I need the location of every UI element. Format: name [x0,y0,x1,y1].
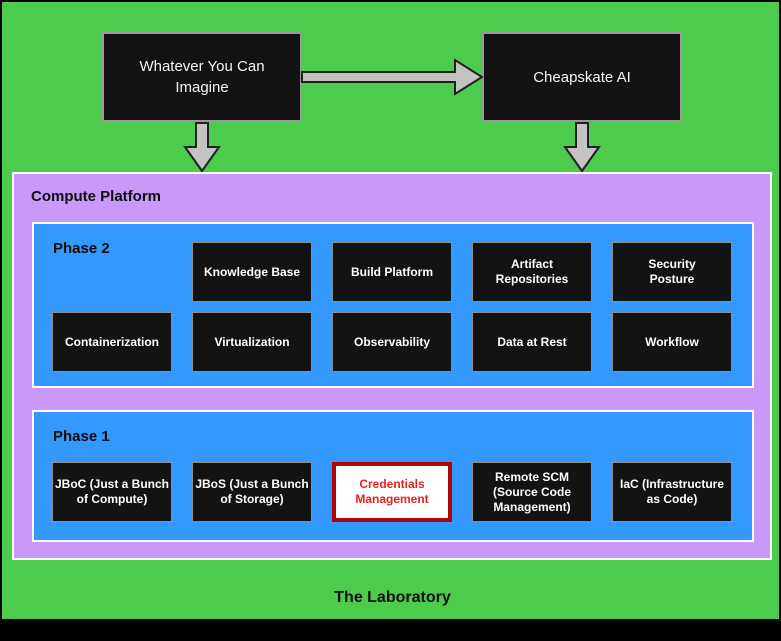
right-arrow-icon [301,58,484,96]
down-arrow-icon [183,122,221,173]
phase-node: JBoS (Just a Bunch of Storage) [192,462,312,522]
phase-1-container: Phase 1 JBoC (Just a Bunch of Compute) JB… [32,410,754,542]
laboratory-boundary: Whatever You Can Imagine Cheapskate AI C… [2,2,779,619]
phase-2-label: Phase 2 [53,240,110,257]
compute-platform-title: Compute Platform [31,188,162,205]
compute-platform-container: Compute Platform Phase 2 Knowledge Base B… [12,172,772,560]
phase-node: Data at Rest [472,312,592,372]
laboratory-label: The Laboratory [334,589,451,606]
node-label: Whatever You Can Imagine [139,58,265,96]
phase-node: Security Posture [612,242,732,302]
phase-node-highlighted: Credentials Management [332,462,452,522]
phase-node: JBoC (Just a Bunch of Compute) [52,462,172,522]
phase-node: Remote SCM (Source Code Management) [472,462,592,522]
phase-node: Containerization [52,312,172,372]
phase-node: Observability [332,312,452,372]
phase-node: Build Platform [332,242,452,302]
node-label: Cheapskate AI [533,68,631,86]
phase-node: Virtualization [192,312,312,372]
phase-1-label: Phase 1 [53,428,110,445]
down-arrow-icon [563,122,601,173]
phase-node: Knowledge Base [192,242,312,302]
node-cheapskate-ai: Cheapskate AI [482,32,682,122]
phase-2-container: Phase 2 Knowledge Base Build Platform Arti… [32,222,754,388]
node-whatever-you-can-imagine: Whatever You Can Imagine [102,32,302,122]
phase-node: Artifact Repositories [472,242,592,302]
phase-node: Workflow [612,312,732,372]
phase-node: IaC (Infrastructure as Code) [612,462,732,522]
